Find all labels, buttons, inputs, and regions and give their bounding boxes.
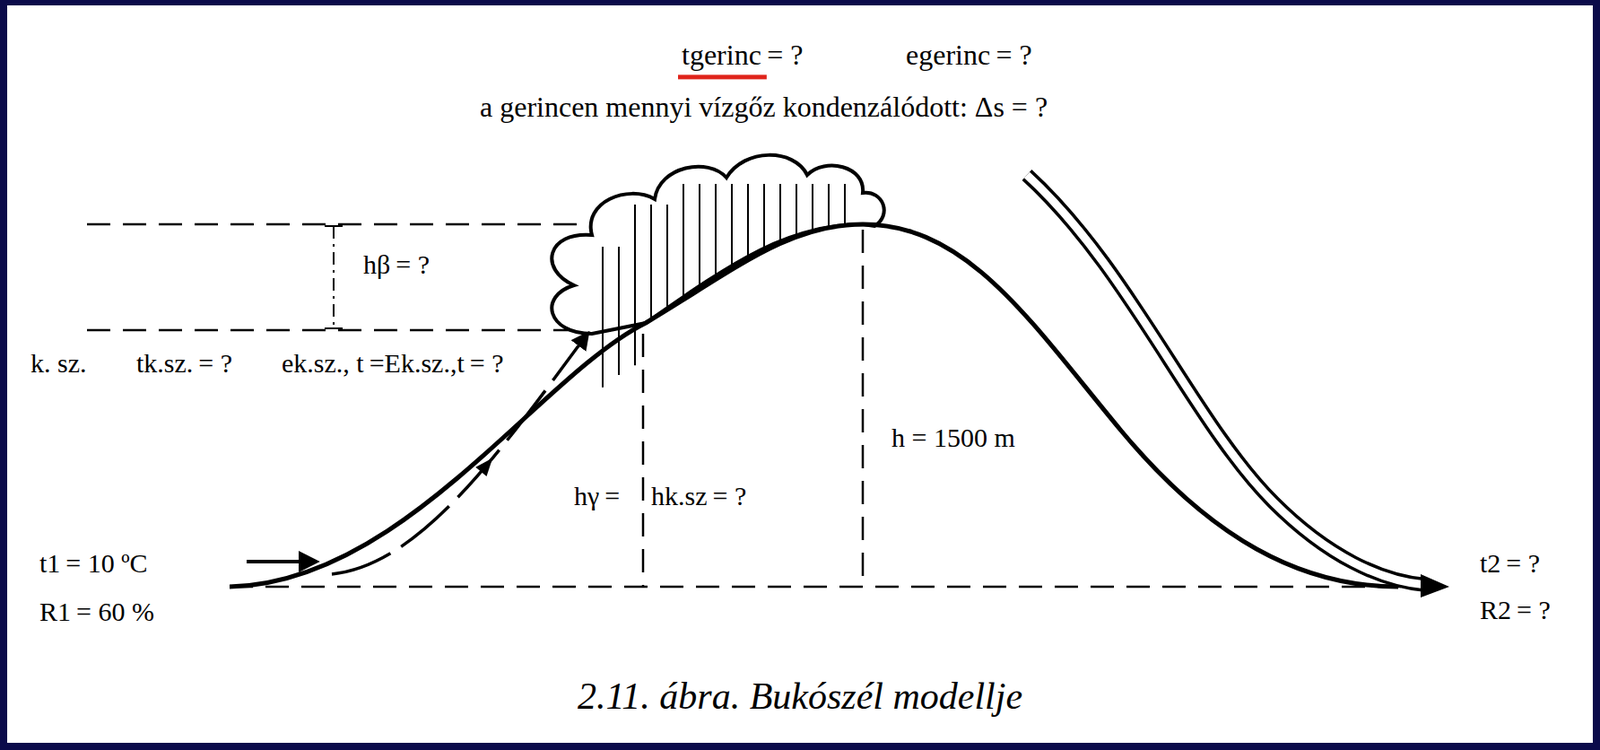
cloud xyxy=(551,155,884,334)
formula-label: = xyxy=(369,347,385,380)
label-line: ek.sz., t=Ek.sz.,t= ? xyxy=(281,347,504,380)
formula-label: = 60 % xyxy=(76,595,155,628)
formula-label: = 10 ºC xyxy=(65,547,148,580)
label-line: tk.sz.= ? xyxy=(136,347,233,380)
mountain-profile xyxy=(229,224,1399,587)
dashed-levels xyxy=(86,224,1450,587)
formula-label: k. sz. xyxy=(30,347,87,380)
hatch-stroke xyxy=(795,183,798,237)
precipitation-hatching xyxy=(602,183,845,388)
highlight-underline xyxy=(678,74,767,79)
formula-label: β xyxy=(376,248,391,281)
formula-label: h xyxy=(363,248,377,281)
label-line: tgerinc= ? xyxy=(681,37,803,72)
formula-label: = ? xyxy=(1505,547,1540,580)
formula-label: e xyxy=(905,37,919,72)
formula-label: 1 xyxy=(46,547,61,580)
formula-label: gerinc xyxy=(689,37,762,72)
formula-label: t xyxy=(39,547,47,580)
formula-label: = xyxy=(604,479,620,513)
formula-label: = ? xyxy=(996,37,1033,72)
formula-label: 2 xyxy=(1486,547,1501,580)
formula-label: h = 1500 m xyxy=(891,421,1016,454)
inflow-arrow xyxy=(246,559,316,564)
formula-label: = ? xyxy=(198,347,233,380)
label-line: R2= ? xyxy=(1479,593,1551,627)
hatch-stroke xyxy=(827,183,830,227)
label-line: t1= 10 ºC xyxy=(39,547,148,580)
hatch-stroke xyxy=(747,183,749,261)
formula-label: = ? xyxy=(1516,593,1551,627)
label-line: hβ= ? xyxy=(363,248,430,281)
formula-label: E xyxy=(384,347,401,380)
foehn-flow xyxy=(1026,174,1427,585)
label-line: R1= 60 % xyxy=(39,595,155,628)
formula-label: a gerincen mennyi vízgőz kondenzálódott:… xyxy=(479,89,1048,124)
formula-label: k.sz., t xyxy=(293,347,364,380)
formula-label: k.sz. xyxy=(143,347,193,380)
hatch-stroke xyxy=(650,204,653,320)
formula-label: 1 xyxy=(57,595,71,628)
formula-label: R xyxy=(39,595,58,628)
formula-label: R xyxy=(1479,593,1498,627)
formula-label: h xyxy=(573,479,588,513)
formula-label: 2 xyxy=(1497,593,1512,627)
label-line: k. sz. xyxy=(30,347,87,380)
upslope-flow xyxy=(331,333,588,574)
hatch-stroke xyxy=(617,246,620,375)
formula-label: gerinc xyxy=(918,37,991,72)
formula-label: t xyxy=(681,37,690,72)
page-ground: tgerinc= ?egerinc= ?a gerincen mennyi ví… xyxy=(7,5,1593,743)
flow-arrowhead xyxy=(475,452,498,477)
hatch-stroke xyxy=(698,183,701,289)
label-line: hγ= xyxy=(573,479,620,513)
figure-caption: 2.11. ábra. Bukószél modellje xyxy=(7,674,1593,718)
hatch-stroke xyxy=(666,204,669,310)
label-line: egerinc= ? xyxy=(905,37,1033,72)
height-bracket xyxy=(324,226,343,329)
formula-label: = ? xyxy=(469,347,505,380)
hatch-stroke xyxy=(601,246,604,388)
label-line: hk.sz= ? xyxy=(651,479,747,513)
formula-label: = ? xyxy=(713,479,748,513)
formula-label: k.sz xyxy=(664,479,708,513)
formula-label: t xyxy=(136,347,144,380)
foehn-arrowhead xyxy=(1420,573,1450,598)
hatch-stroke xyxy=(682,183,685,301)
foehn-flow-inner xyxy=(1026,174,1427,585)
formula-label: γ xyxy=(587,479,600,513)
label-line: h = 1500 m xyxy=(891,421,1016,454)
formula-label: t xyxy=(1479,547,1487,580)
hatch-stroke xyxy=(779,183,782,244)
formula-label: e xyxy=(281,347,294,380)
formula-label: = ? xyxy=(766,37,803,72)
formula-label: h xyxy=(651,479,665,513)
hatch-stroke xyxy=(811,183,814,232)
hatch-stroke xyxy=(843,183,846,226)
formula-label: k.sz.,t xyxy=(400,347,465,380)
hatch-stroke xyxy=(714,183,717,280)
hatch-stroke xyxy=(763,183,766,252)
hatch-stroke xyxy=(634,204,636,366)
hatch-stroke xyxy=(730,183,733,270)
formula-label: = ? xyxy=(395,248,430,281)
label-line: t2= ? xyxy=(1479,547,1540,580)
label-line: a gerincen mennyi vízgőz kondenzálódott:… xyxy=(479,89,1048,124)
